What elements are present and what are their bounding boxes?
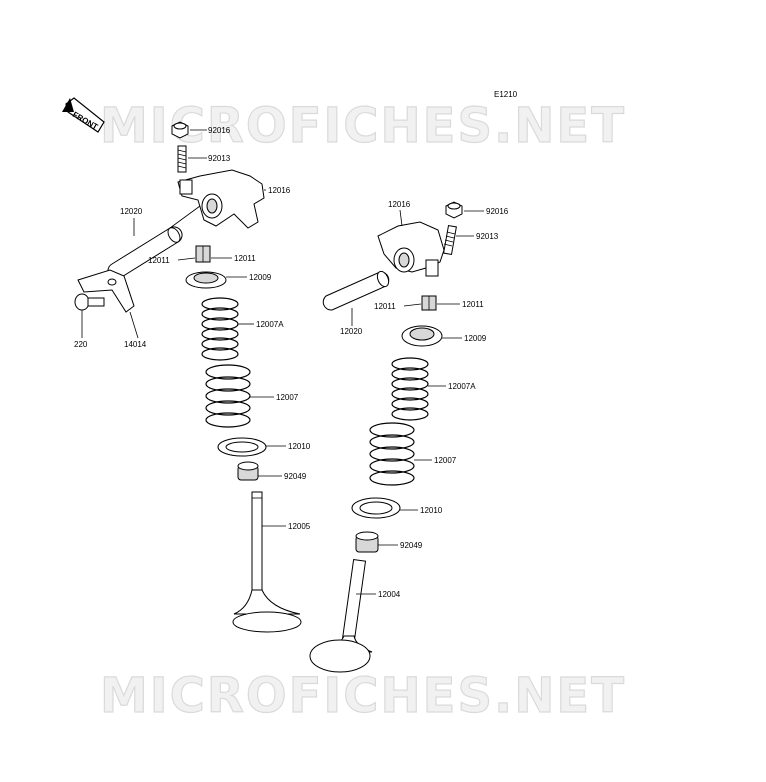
label-12016-right: 12016 <box>388 200 411 209</box>
valve-12004 <box>309 558 376 673</box>
rocker-shaft-12020-right <box>322 270 390 326</box>
oil-seal-92049-right <box>355 531 398 553</box>
rocker-arm-12016-left <box>177 169 266 229</box>
label-92049-right: 92049 <box>400 541 423 550</box>
rocker-shaft-12020-left <box>107 205 201 280</box>
label-12010-right: 12010 <box>420 506 443 515</box>
spring-seat-12010-left <box>217 437 286 457</box>
label-12011-right-1: 12011 <box>374 302 396 311</box>
label-12007-right: 12007 <box>434 456 457 465</box>
label-12009-left: 12009 <box>249 273 272 282</box>
valve-12005 <box>232 491 302 633</box>
watermark-top: MICROFICHES.NET <box>100 98 626 154</box>
label-92013-right: 92013 <box>476 232 499 241</box>
label-12011-left-1: 12011 <box>148 256 170 265</box>
label-220: 220 <box>74 340 88 349</box>
label-12007-left: 12007 <box>276 393 299 402</box>
label-92013-left: 92013 <box>208 154 231 163</box>
label-92016-right: 92016 <box>486 207 509 216</box>
label-12020-left: 12020 <box>120 207 143 216</box>
label-12011-right-2: 12011 <box>462 300 484 309</box>
outer-spring-12007-left <box>205 364 274 428</box>
screw-92013-left <box>177 145 207 173</box>
label-12016-left: 12016 <box>268 186 291 195</box>
label-12020-right: 12020 <box>340 327 363 336</box>
diagram-id: E1210 <box>494 90 518 99</box>
screw-92013-right <box>443 224 474 256</box>
label-12007A-left: 12007A <box>256 320 284 329</box>
inner-spring-12007A-right <box>391 357 446 421</box>
bracket-14014 <box>77 269 139 339</box>
label-92049-left: 92049 <box>284 472 307 481</box>
rocker-arm-12016-right <box>377 209 445 277</box>
retainer-12009-right <box>401 325 462 347</box>
spring-seat-12010-right <box>351 497 418 519</box>
nut-92016-left <box>171 121 207 139</box>
keepers-12011-right <box>403 295 460 311</box>
label-12009-right: 12009 <box>464 334 487 343</box>
label-12005: 12005 <box>288 522 311 531</box>
label-12007A-right: 12007A <box>448 382 476 391</box>
bolt-220 <box>74 293 105 338</box>
label-12011-left-2: 12011 <box>234 254 256 263</box>
label-92016-left: 92016 <box>208 126 231 135</box>
label-12004: 12004 <box>378 590 401 599</box>
label-12010-left: 12010 <box>288 442 311 451</box>
watermark-bottom: MICROFICHES.NET <box>100 668 626 724</box>
keepers-12011-left <box>177 245 232 263</box>
retainer-12009-left <box>185 271 247 289</box>
outer-spring-12007-right <box>369 422 432 486</box>
label-14014: 14014 <box>124 340 147 349</box>
inner-spring-12007A-left <box>201 297 254 361</box>
front-arrow-icon: FRONT <box>62 97 105 133</box>
oil-seal-92049-left <box>237 461 282 481</box>
nut-92016-right <box>445 201 484 219</box>
